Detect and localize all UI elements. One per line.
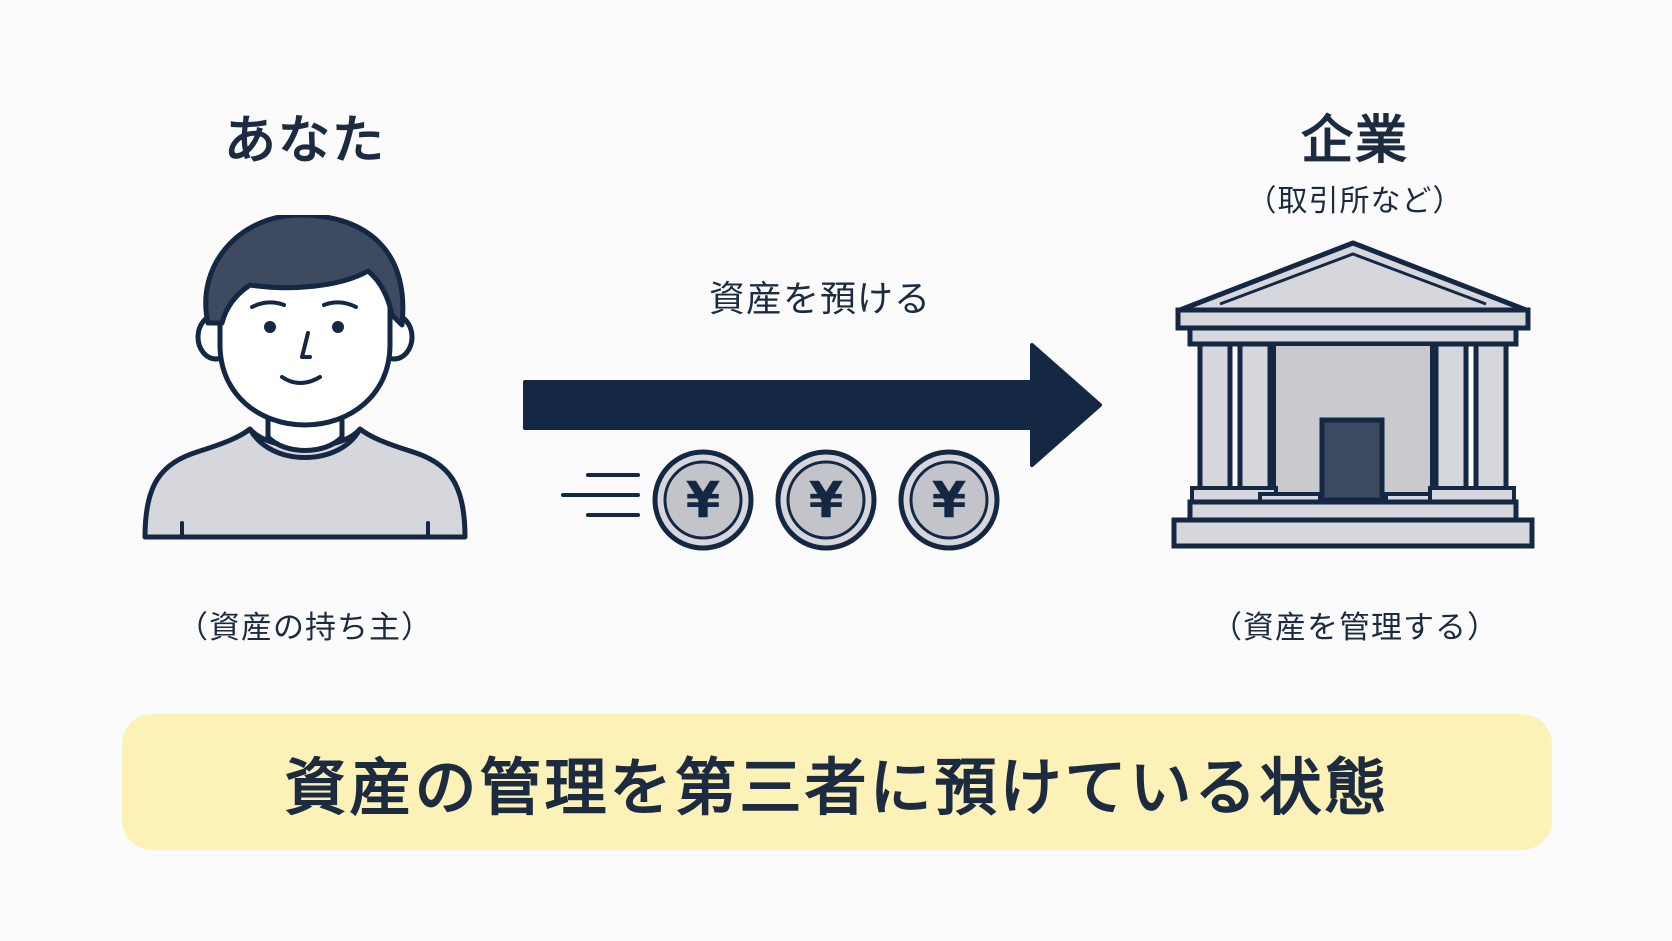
coin-symbol: ¥	[686, 471, 721, 529]
yen-coin-icon: ¥	[775, 449, 877, 551]
yen-coins-group: ¥ ¥ ¥	[561, 449, 1000, 551]
company-subtitle: （取引所など）	[1246, 184, 1464, 219]
user-title: あなた	[223, 111, 386, 171]
speed-lines	[561, 473, 640, 517]
coin-symbol: ¥	[932, 471, 967, 529]
yen-coin-icon: ¥	[652, 449, 754, 551]
right-arrow-icon	[523, 343, 1102, 467]
user-caption: （資産の持ち主）	[177, 610, 433, 646]
person-icon	[142, 215, 468, 540]
company-title: 企業	[1300, 111, 1409, 171]
summary-banner: 資産の管理を第三者に預けている状態	[122, 714, 1552, 850]
summary-text: 資産の管理を第三者に預けている状態	[284, 751, 1390, 824]
yen-coin-icon: ¥	[898, 449, 1000, 551]
company-caption: （資産を管理する）	[1211, 610, 1499, 646]
flow-label: 資産を預ける	[708, 279, 931, 320]
coin-symbol: ¥	[809, 471, 844, 529]
bank-building-icon	[1171, 240, 1535, 549]
